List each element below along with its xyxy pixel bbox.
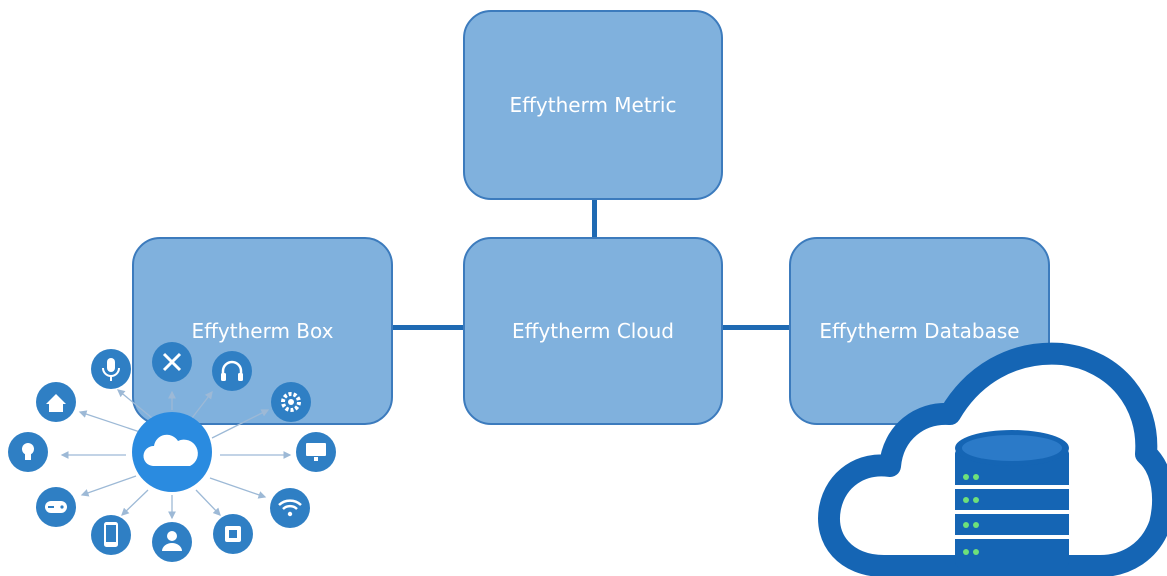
connector-box-cloud xyxy=(393,325,463,330)
node-label: Effytherm Metric xyxy=(509,93,677,117)
connector-metric-cloud xyxy=(592,198,597,238)
connector-cloud-database xyxy=(723,325,790,330)
cloud-hub-icon xyxy=(132,412,212,492)
node-effytherm-metric: Effytherm Metric xyxy=(463,10,723,200)
gear-icon xyxy=(271,382,311,422)
tools-icon xyxy=(152,342,192,382)
microphone-icon xyxy=(91,349,131,389)
smartphone-icon xyxy=(91,515,131,555)
node-label: Effytherm Box xyxy=(191,319,334,343)
node-label: Effytherm Cloud xyxy=(512,319,674,343)
chip-icon xyxy=(213,514,253,554)
monitor-icon xyxy=(296,432,336,472)
user-icon xyxy=(152,522,192,562)
node-effytherm-database: Effytherm Database xyxy=(789,237,1050,425)
home-icon xyxy=(36,382,76,422)
gamepad-icon xyxy=(36,487,76,527)
wifi-icon xyxy=(270,488,310,528)
headphones-icon xyxy=(212,351,252,391)
node-label: Effytherm Database xyxy=(819,319,1020,343)
lightbulb-icon xyxy=(8,432,48,472)
node-effytherm-cloud: Effytherm Cloud xyxy=(463,237,723,425)
database-server-icon xyxy=(955,430,1069,568)
